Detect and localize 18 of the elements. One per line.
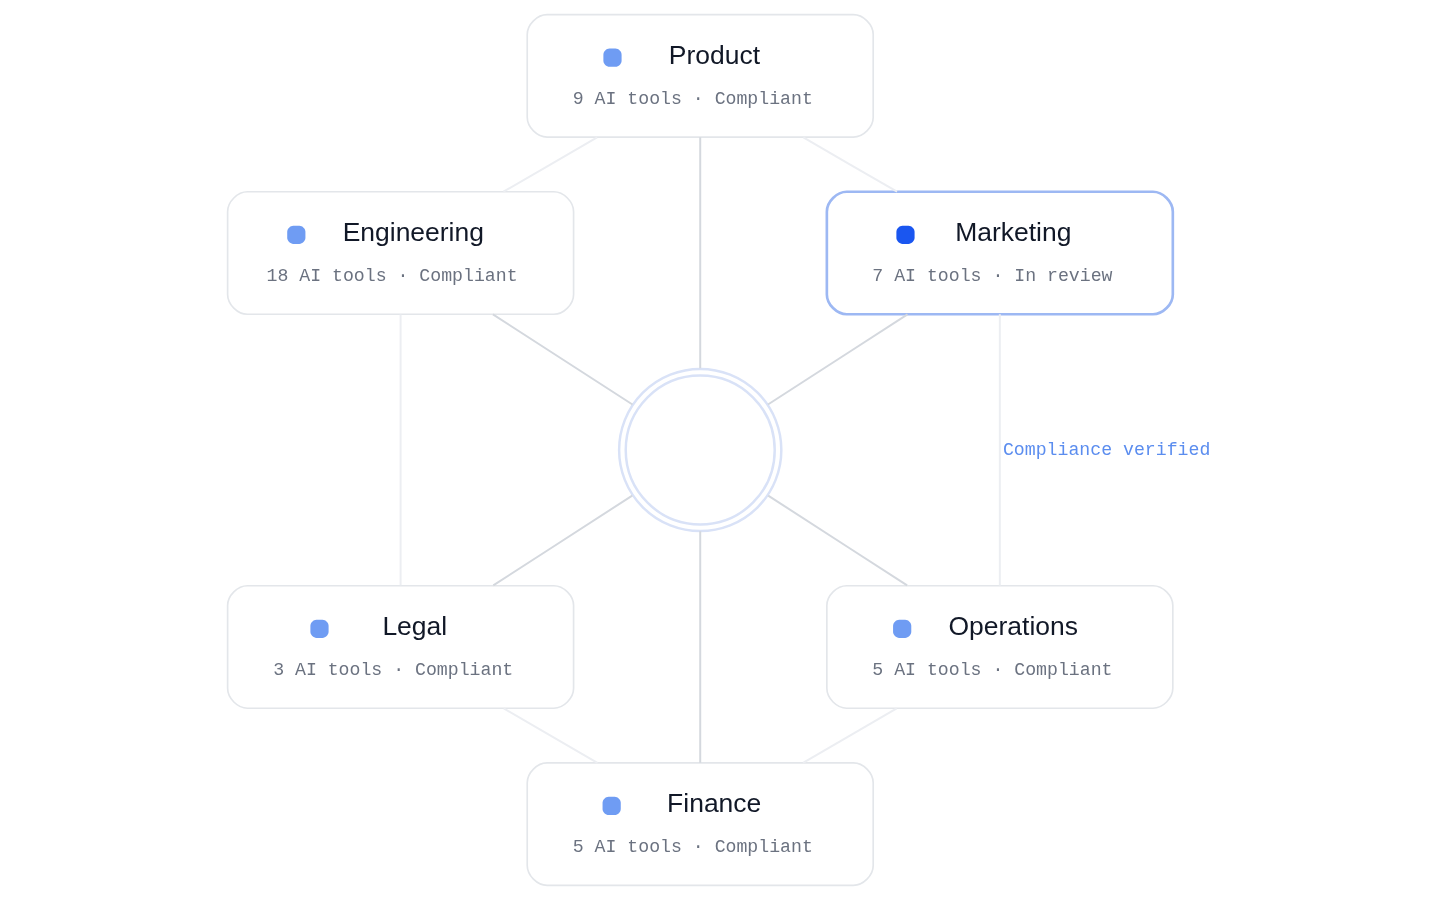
node-box: Finance 5 AI tools · Compliant: [525, 762, 874, 887]
connector: [491, 494, 633, 587]
node-box: Legal 3 AI tools · Compliant: [226, 584, 574, 710]
connector: [502, 707, 598, 764]
node-circle: [617, 367, 783, 533]
node-box: Engineering 18 AI tools · Compliant: [226, 190, 574, 316]
connector: [501, 136, 598, 193]
connector: [491, 313, 633, 406]
connector: [766, 313, 908, 406]
connector: [766, 494, 908, 587]
connector: [801, 707, 898, 764]
connector: [698, 530, 701, 764]
connector: [801, 136, 898, 193]
connector: [698, 136, 701, 370]
edge-label: Compliance verified: [1002, 439, 1210, 460]
node-box: Marketing 7 AI tools · In review: [825, 190, 1174, 316]
node-box: Product 9 AI tools · Compliant: [525, 13, 874, 138]
node-box: Operations 5 AI tools · Compliant: [825, 584, 1174, 710]
